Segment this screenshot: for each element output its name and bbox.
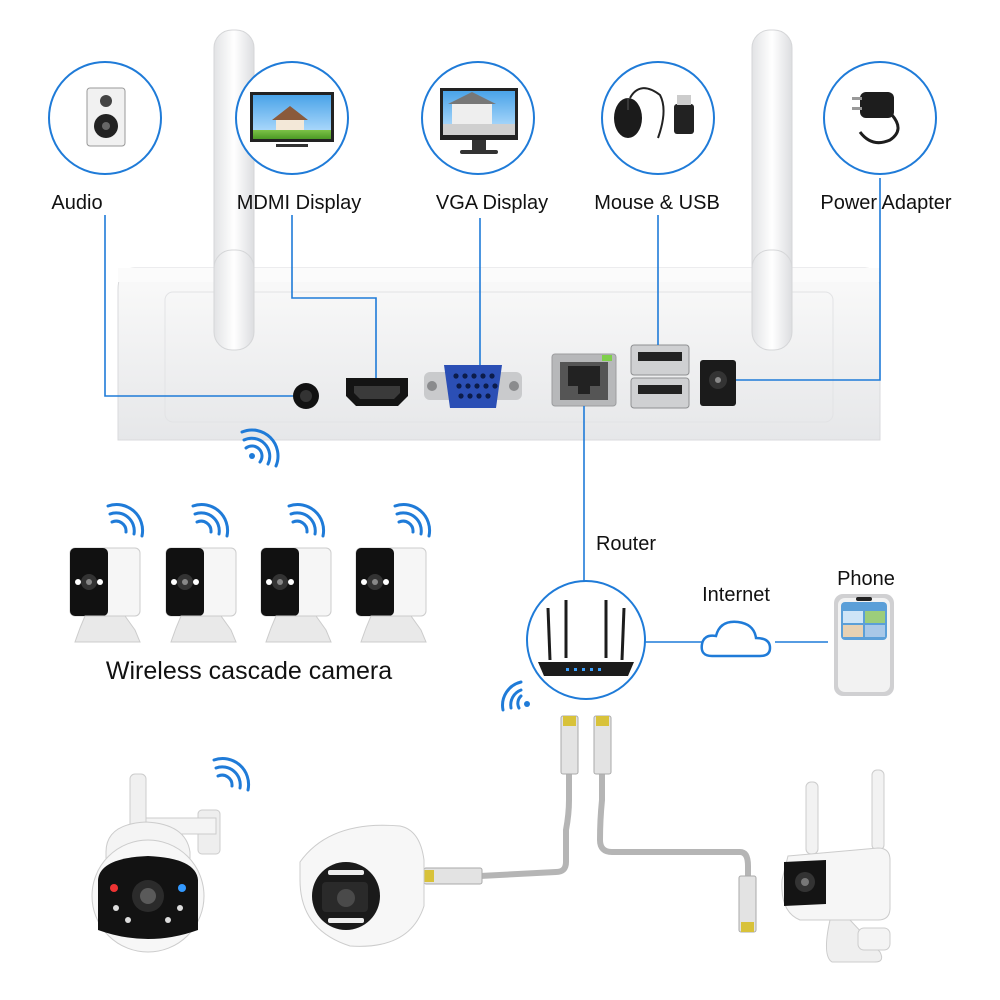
power-adapter-label: Power Adapter (820, 192, 952, 214)
nvr-recorder (117, 249, 881, 441)
rj45-plug-4 (738, 875, 757, 933)
router-icon (526, 580, 646, 700)
ethernet-port (551, 353, 617, 407)
audio-label: Audio (51, 192, 102, 214)
audio-jack (293, 383, 319, 409)
hdmi-port (346, 378, 408, 406)
vga-monitor-icon (421, 61, 535, 175)
phone-label: Phone (837, 568, 895, 590)
dc-power-port (700, 360, 736, 406)
wireless-cascade-label: Wireless cascade camera (106, 657, 392, 685)
router-label: Router (596, 533, 656, 555)
internet-label: Internet (702, 584, 770, 606)
cascade-camera-3 (260, 503, 332, 643)
phone-icon (834, 594, 894, 696)
nvr-wifi-icon (240, 428, 280, 468)
usb-ports (630, 344, 690, 409)
cascade-camera-group (69, 503, 432, 643)
hdmi-display-label: MDMI Display (237, 192, 361, 214)
hdmi-monitor-icon (235, 61, 349, 175)
bullet-camera (781, 769, 891, 963)
rj45-plug-3 (423, 867, 483, 885)
rj45-plug-1 (560, 715, 579, 775)
connector-lines (104, 178, 881, 643)
vga-port (424, 365, 522, 408)
ethernet-cables (477, 771, 751, 879)
router-wifi-icon (501, 680, 530, 712)
ptz-camera (91, 757, 251, 953)
rj45-plug-2 (593, 715, 612, 775)
dome-camera (299, 824, 425, 947)
vga-display-label: VGA Display (436, 192, 548, 214)
cloud-icon (700, 620, 772, 658)
hdmi-line (291, 215, 377, 378)
cascade-camera-2 (165, 503, 237, 643)
power-adapter-icon (823, 61, 937, 175)
cascade-camera-4 (355, 503, 432, 643)
audio-speaker-icon (48, 61, 162, 175)
power-line (736, 178, 881, 381)
cascade-camera-1 (69, 503, 145, 643)
mouse-usb-icon (601, 61, 715, 175)
mouse-usb-label: Mouse & USB (594, 192, 720, 214)
audio-line (104, 215, 293, 397)
